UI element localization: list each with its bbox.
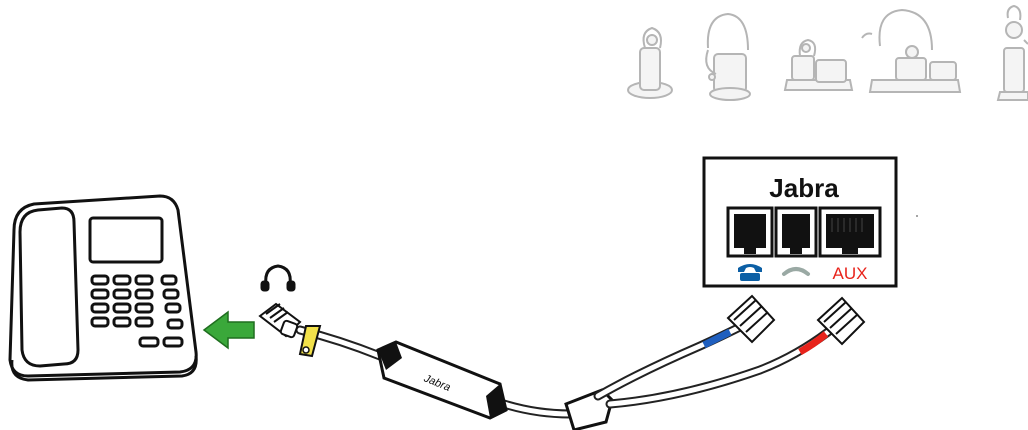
desk-phone (8, 194, 198, 382)
cable-clip (298, 325, 322, 358)
phone-display (88, 216, 164, 264)
headset-icon (260, 264, 296, 292)
phone-keypad (90, 274, 184, 348)
earbud-headset-icon (996, 4, 1028, 101)
port-handset (774, 206, 818, 258)
rj-plug-red (816, 296, 866, 346)
dot-mark (916, 215, 918, 217)
blue-cable-marker (702, 328, 732, 349)
convertible-headset-icon (783, 38, 854, 91)
headset-plug-left (258, 302, 302, 339)
amplifier-box: Jabra (376, 340, 508, 420)
base-unit-panel: Jabra (702, 156, 898, 288)
phone-handset (18, 206, 80, 368)
phone-handset-icon (738, 264, 762, 281)
port-aux (818, 206, 882, 258)
base-unit-brand: Jabra (769, 173, 839, 203)
rj-plug-blue (726, 294, 776, 344)
insert-arrow (202, 310, 255, 350)
headband-headset-icon (861, 8, 962, 93)
cable-assembly: Jabra (258, 294, 866, 430)
earhook-headset-icon (627, 26, 673, 99)
aux-port-label: AUX (833, 264, 868, 283)
port-phone (726, 206, 774, 258)
red-cable-marker (798, 331, 829, 356)
product-icons (627, 4, 1028, 101)
monaural-headset-icon (705, 12, 751, 101)
handset-icon (782, 267, 810, 276)
